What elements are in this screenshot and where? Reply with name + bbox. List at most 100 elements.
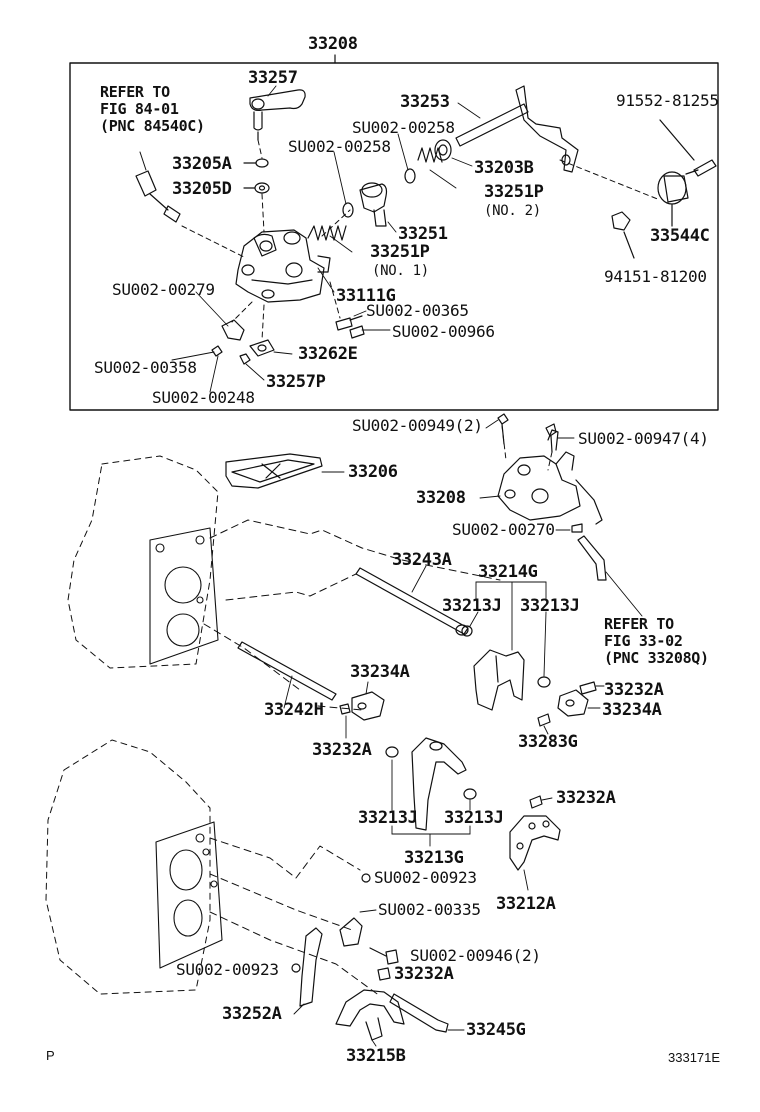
label-33215b: 33215B bbox=[346, 1046, 406, 1066]
part-33234a-shift-head-b bbox=[557, 689, 589, 717]
part-33245g-shift-rod bbox=[389, 993, 449, 1033]
label-33214g: 33214G bbox=[478, 562, 538, 582]
leader-lines-top bbox=[171, 85, 481, 393]
label-33234a-b: 33234A bbox=[602, 700, 662, 720]
part-su002-00358-pin bbox=[211, 345, 223, 357]
part-33214g-shift-fork bbox=[473, 649, 525, 711]
label-33213j-d: 33213J bbox=[444, 808, 504, 828]
label-33232a-c: 33232A bbox=[556, 788, 616, 808]
label-33262e: 33262E bbox=[298, 344, 358, 364]
part-33544c-damper bbox=[657, 171, 689, 205]
part-33234a-shift-head-a bbox=[351, 691, 385, 721]
part-refer33-rod bbox=[577, 535, 607, 581]
label-33213j-a: 33213J bbox=[442, 596, 502, 616]
part-transmission-case-lower bbox=[45, 739, 211, 995]
assembly-lines-lower bbox=[209, 837, 381, 997]
part-33242h-shift-rod bbox=[237, 641, 337, 701]
label-su002-00966: SU002-00966 bbox=[392, 322, 495, 341]
part-su002-00923-pin-b bbox=[291, 963, 301, 973]
part-33213j-pad-b bbox=[537, 676, 551, 688]
assembly-lines-mid bbox=[203, 519, 501, 711]
part-su002-00279-bracket bbox=[221, 319, 245, 341]
label-33208-mid: 33208 bbox=[416, 488, 466, 508]
part-33252a-shift-lever bbox=[299, 927, 323, 1007]
part-su002-00365-bolt bbox=[335, 315, 363, 331]
part-transmission-case-upper bbox=[67, 455, 219, 669]
label-33111g: 33111G bbox=[336, 286, 396, 306]
part-33213j-pad-c bbox=[385, 746, 399, 758]
figure-code: 333171E bbox=[668, 1050, 721, 1065]
label-su002-00946: SU002-00946(2) bbox=[410, 946, 541, 965]
label-su002-00365: SU002-00365 bbox=[366, 301, 469, 320]
bracket-33214g bbox=[469, 581, 547, 677]
label-33257: 33257 bbox=[248, 68, 298, 88]
part-33213g-shift-fork bbox=[411, 737, 467, 831]
part-case-face-upper bbox=[149, 527, 219, 665]
label-refer-fig-84-01: REFER TO FIG 84-01 (PNC 84540C) bbox=[100, 83, 205, 135]
part-33257-lever bbox=[249, 89, 306, 141]
part-33253-shift-shaft bbox=[455, 85, 579, 173]
label-33283g: 33283G bbox=[518, 732, 578, 752]
part-su002-00949-bolt bbox=[497, 413, 509, 445]
label-33544c: 33544C bbox=[650, 226, 710, 246]
leader-lines-mid bbox=[345, 681, 605, 739]
label-33213j-b: 33213J bbox=[520, 596, 580, 616]
part-control-cable-end bbox=[135, 170, 181, 223]
part-su002-00270-pin bbox=[571, 523, 583, 533]
label-33234a-a: 33234A bbox=[350, 662, 410, 682]
label-no1: (NO. 1) bbox=[372, 263, 429, 279]
part-33257p-pin bbox=[239, 353, 251, 365]
part-33251p-spring-no2 bbox=[417, 147, 443, 163]
part-su002-00335-shift-head bbox=[339, 917, 363, 947]
part-91552-81255-bolt bbox=[685, 159, 717, 177]
part-33251-shift-head bbox=[359, 182, 388, 227]
label-su002-00923-a: SU002-00923 bbox=[374, 868, 477, 887]
part-33205a-nut bbox=[255, 158, 269, 168]
part-su002-00966-plug bbox=[349, 325, 365, 339]
label-su002-00258-b: SU002-00258 bbox=[288, 137, 391, 156]
label-33251p-no2: 33251P bbox=[484, 182, 544, 202]
label-33243a: 33243A bbox=[392, 550, 452, 570]
label-33208-top: 33208 bbox=[308, 34, 358, 54]
part-33205d-washer bbox=[254, 182, 270, 194]
label-33213g: 33213G bbox=[404, 848, 464, 868]
subassembly-frame bbox=[69, 62, 719, 411]
bracket-33213g bbox=[391, 759, 471, 847]
label-33245g: 33245G bbox=[466, 1020, 526, 1040]
label-no2: (NO. 2) bbox=[484, 203, 541, 219]
part-33215b-shift-fork bbox=[335, 989, 405, 1041]
part-su002-00258-ring-b bbox=[404, 168, 416, 184]
label-33206: 33206 bbox=[348, 462, 398, 482]
part-33232a-pin-a bbox=[339, 703, 351, 715]
part-33213j-pad-a bbox=[455, 624, 469, 636]
label-33242h: 33242H bbox=[264, 700, 324, 720]
part-33206-cover-plate bbox=[225, 453, 323, 489]
label-33232a-a: 33232A bbox=[604, 680, 664, 700]
label-su002-00949: SU002-00949(2) bbox=[352, 416, 483, 435]
part-su002-00258-ring-a bbox=[342, 202, 354, 218]
label-33205a: 33205A bbox=[172, 154, 232, 174]
part-33243a-shift-rod bbox=[355, 567, 473, 637]
label-33203b: 33203B bbox=[474, 158, 534, 178]
label-su002-00270: SU002-00270 bbox=[452, 520, 555, 539]
part-94151-81200-nut bbox=[611, 211, 631, 231]
part-33232a-pin-d bbox=[377, 967, 391, 981]
label-33212a: 33212A bbox=[496, 894, 556, 914]
part-33212a-shift-fork bbox=[509, 815, 561, 871]
label-su002-00358: SU002-00358 bbox=[94, 358, 197, 377]
label-33232a-d: 33232A bbox=[394, 964, 454, 984]
part-33251p-spring-no1 bbox=[307, 225, 347, 241]
part-su002-00946-bolt bbox=[369, 947, 399, 965]
label-33251p-no1: 33251P bbox=[370, 242, 430, 262]
label-91552-81255: 91552-81255 bbox=[616, 91, 719, 110]
label-su002-00248: SU002-00248 bbox=[152, 388, 255, 407]
label-33251: 33251 bbox=[398, 224, 448, 244]
label-su002-00923-b: SU002-00923 bbox=[176, 960, 279, 979]
part-33203b-seal bbox=[434, 139, 452, 161]
label-94151-81200: 94151-81200 bbox=[604, 267, 707, 286]
part-33232a-pin-c bbox=[529, 795, 543, 809]
label-33232a-b: 33232A bbox=[312, 740, 372, 760]
corner-mark: P bbox=[46, 1048, 55, 1063]
